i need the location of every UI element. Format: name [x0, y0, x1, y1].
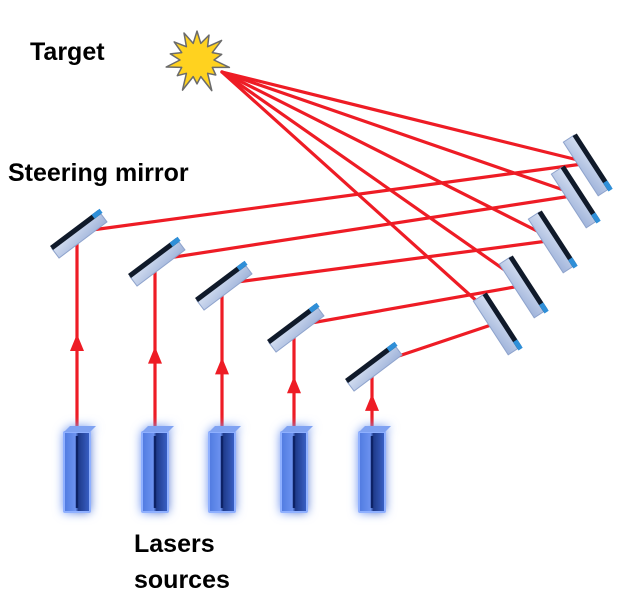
- beam-arrows: [70, 334, 379, 411]
- laser-sources: [63, 426, 391, 513]
- laser-source-icon: [208, 426, 241, 513]
- arrow-up-icon: [287, 376, 301, 394]
- beam-to-target: [220, 70, 580, 197]
- beam-horizontal: [292, 283, 528, 328]
- arrow-up-icon: [365, 393, 379, 411]
- laser-source-icon: [358, 426, 391, 513]
- mirror-icon: [498, 255, 549, 319]
- lasers-sources-label-line2: sources: [134, 566, 230, 594]
- target-label: Target: [30, 38, 105, 66]
- beam-to-target: [220, 70, 592, 165]
- laser-source-icon: [280, 426, 313, 513]
- mirror-icon: [562, 133, 613, 197]
- mirror-icon: [345, 341, 403, 392]
- beam-horizontal: [75, 161, 592, 234]
- mirror-icon: [128, 236, 186, 287]
- mirror-icon: [472, 292, 523, 356]
- lasers-sources-label-line1: Lasers: [134, 530, 215, 558]
- steering-mirrors: [50, 133, 613, 392]
- beam-horizontal: [153, 193, 580, 262]
- beam-to-target: [220, 70, 502, 324]
- steering-mirror-label: Steering mirror: [8, 159, 189, 187]
- arrow-up-icon: [215, 357, 229, 375]
- mirror-icon: [195, 260, 253, 311]
- mirror-icon: [267, 302, 325, 353]
- mirror-icon: [50, 208, 108, 259]
- laser-source-icon: [141, 426, 174, 513]
- star-burst-icon: [165, 30, 231, 92]
- mirror-icon: [550, 165, 601, 229]
- laser-source-icon: [63, 426, 96, 513]
- beam-to-target: [220, 70, 557, 242]
- arrow-up-icon: [70, 334, 84, 351]
- beam-horizontal: [220, 238, 557, 286]
- arrow-up-icon: [148, 346, 162, 364]
- laser-beams: [75, 70, 592, 434]
- mirror-icon: [527, 210, 578, 274]
- beam-to-target: [220, 70, 528, 287]
